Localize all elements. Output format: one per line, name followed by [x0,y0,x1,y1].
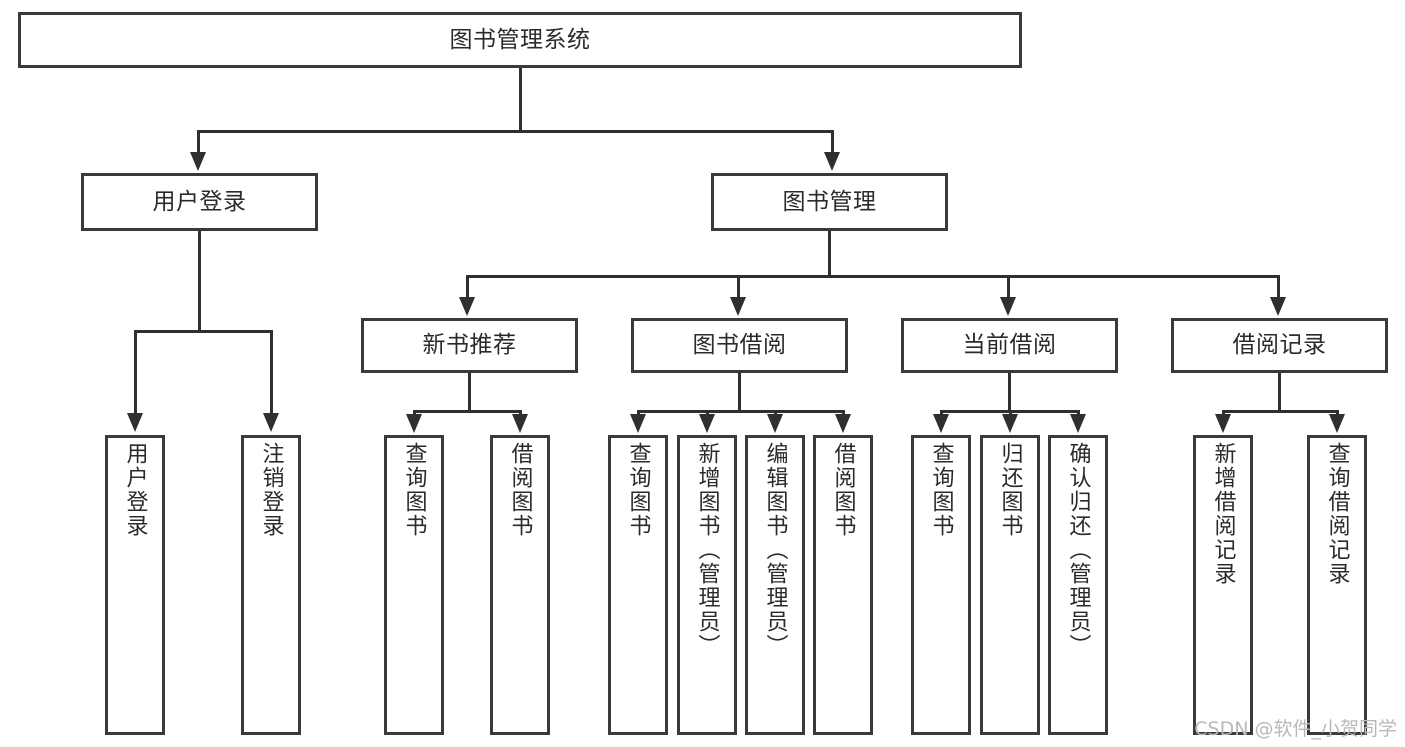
leaf-book-borrow-edit-book[interactable]: 编辑图书（管理员） [745,435,805,735]
arrow-user-login-leaf-1 [127,413,143,432]
connector-level3-bus [466,275,1280,278]
arrow-root-to-user-login [190,152,206,171]
connector-borrow-record-bus [1222,410,1336,413]
leaf-borrow-record-query-record[interactable]: 查询借阅记录 [1307,435,1367,735]
arrow-borrow-record-leaf-1 [1215,414,1231,433]
csdn-watermark: CSDN @软件_小贺同学 [1194,718,1397,740]
connector-user-login-drop-2 [270,330,273,415]
connector-borrow-record-drop-2 [1336,410,1339,416]
connector-new-book-drop-2 [519,410,522,416]
arrow-book-borrow-leaf-2 [699,414,715,433]
leaf-new-book-borrow-book[interactable]: 借阅图书 [490,435,550,735]
connector-current-borrow-drop-3 [1077,410,1080,416]
arrow-to-new-book [459,297,475,316]
connector-to-borrow-record [1277,275,1280,303]
connector-book-borrow-drop-4 [842,410,845,416]
node-new-book-recommend[interactable]: 新书推荐 [361,318,578,373]
leaf-book-borrow-add-book[interactable]: 新增图书（管理员） [677,435,737,735]
leaf-label: 查询借阅记录 [1324,442,1350,586]
arrow-current-borrow-leaf-1 [933,414,949,433]
connector-borrow-record-stem [1278,373,1281,410]
node-root-label: 图书管理系统 [449,26,591,53]
node-new-book-recommend-label: 新书推荐 [422,332,517,359]
leaf-user-login-logout[interactable]: 注销登录 [241,435,301,735]
arrow-user-login-leaf-2 [263,413,279,432]
connector-user-login-bus [134,330,270,333]
node-borrow-record[interactable]: 借阅记录 [1171,318,1388,373]
node-book-management-label: 图书管理 [782,188,877,215]
leaf-new-book-query-book[interactable]: 查询图书 [384,435,444,735]
leaf-label: 新增图书（管理员） [694,442,720,658]
connector-to-book-borrow [737,275,740,303]
connector-current-borrow-stem [1008,373,1011,410]
leaf-user-login-login[interactable]: 用户登录 [105,435,165,735]
connector-book-borrow-drop-3 [774,410,777,416]
connector-book-borrow-bus [637,410,843,413]
leaf-label: 归还图书 [997,442,1023,538]
node-book-management[interactable]: 图书管理 [711,173,948,231]
connector-new-book-bus [413,410,519,413]
connector-user-login-drop-1 [134,330,137,415]
arrow-to-borrow-record [1270,297,1286,316]
connector-user-login-stem [198,231,201,330]
node-book-borrow-label: 图书借阅 [692,332,787,359]
arrow-current-borrow-leaf-3 [1070,414,1086,433]
leaf-label: 查询图书 [625,442,651,538]
leaf-label: 用户登录 [122,442,148,538]
node-user-login[interactable]: 用户登录 [81,173,318,231]
connector-new-book-stem [468,373,471,410]
connector-root-to-user-login [197,130,200,158]
arrow-new-book-leaf-1 [406,414,422,433]
arrow-to-book-borrow [730,297,746,316]
node-user-login-label: 用户登录 [152,188,247,215]
node-current-borrow[interactable]: 当前借阅 [901,318,1118,373]
arrow-book-borrow-leaf-1 [630,414,646,433]
arrow-to-current-borrow [1000,297,1016,316]
arrow-root-to-book-mgmt [824,152,840,171]
arrow-new-book-leaf-2 [512,414,528,433]
leaf-label: 确认归还（管理员） [1065,442,1091,658]
arrow-book-borrow-leaf-4 [835,414,851,433]
node-current-borrow-label: 当前借阅 [962,332,1057,359]
connector-new-book-drop-1 [413,410,416,416]
connector-borrow-record-drop-1 [1222,410,1225,416]
arrow-current-borrow-leaf-2 [1002,414,1018,433]
connector-book-mgmt-stem [828,231,831,275]
connector-root-stem [519,68,522,130]
leaf-current-borrow-query-book[interactable]: 查询图书 [911,435,971,735]
leaf-borrow-record-add-record[interactable]: 新增借阅记录 [1193,435,1253,735]
leaf-label: 借阅图书 [507,442,533,538]
leaf-label: 借阅图书 [830,442,856,538]
leaf-current-borrow-confirm-return[interactable]: 确认归还（管理员） [1048,435,1108,735]
arrow-book-borrow-leaf-3 [767,414,783,433]
leaf-label: 编辑图书（管理员） [762,442,788,658]
leaf-book-borrow-query-book[interactable]: 查询图书 [608,435,668,735]
leaf-label: 查询图书 [401,442,427,538]
arrow-borrow-record-leaf-2 [1329,414,1345,433]
connector-to-current-borrow [1007,275,1010,303]
connector-to-new-book [466,275,469,303]
connector-current-borrow-drop-1 [940,410,943,416]
leaf-label: 注销登录 [258,442,284,538]
node-book-borrow[interactable]: 图书借阅 [631,318,848,373]
leaf-label: 查询图书 [928,442,954,538]
leaf-book-borrow-borrow-book[interactable]: 借阅图书 [813,435,873,735]
connector-root-bus [197,130,834,133]
connector-book-borrow-drop-2 [706,410,709,416]
connector-book-borrow-stem [738,373,741,410]
connector-current-borrow-drop-2 [1009,410,1012,416]
node-borrow-record-label: 借阅记录 [1232,332,1327,359]
leaf-current-borrow-return-book[interactable]: 归还图书 [980,435,1040,735]
node-root[interactable]: 图书管理系统 [18,12,1022,68]
connector-book-borrow-drop-1 [637,410,640,416]
leaf-label: 新增借阅记录 [1210,442,1236,586]
connector-root-to-book-mgmt [831,130,834,158]
